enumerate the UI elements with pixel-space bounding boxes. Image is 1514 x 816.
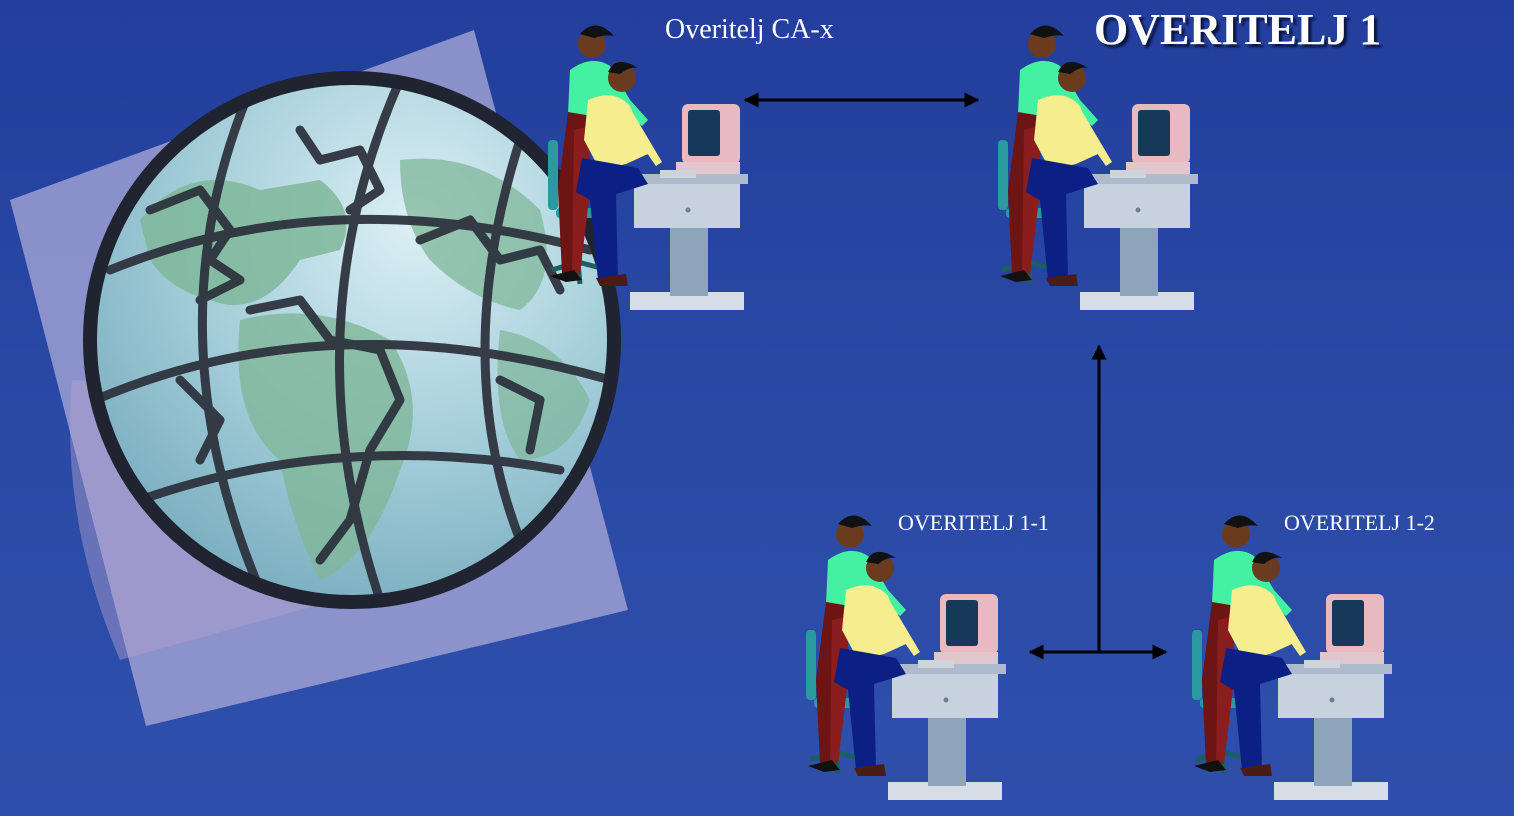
workstation-overitelj-1 [998,25,1198,310]
page-title: OVERITELJ 1 [1094,5,1382,54]
workstation-overitelj-1-2 [1192,515,1392,800]
label-overitelj-1-2: OVERITELJ 1-2 [1284,510,1435,535]
workstation-overitelj-1-1 [806,515,1006,800]
globe-icon [83,71,621,609]
workstation-ca-x [548,25,748,310]
label-overitelj-ca-x: Overitelj CA-x [665,14,834,45]
label-overitelj-1-1: OVERITELJ 1-1 [898,510,1049,535]
